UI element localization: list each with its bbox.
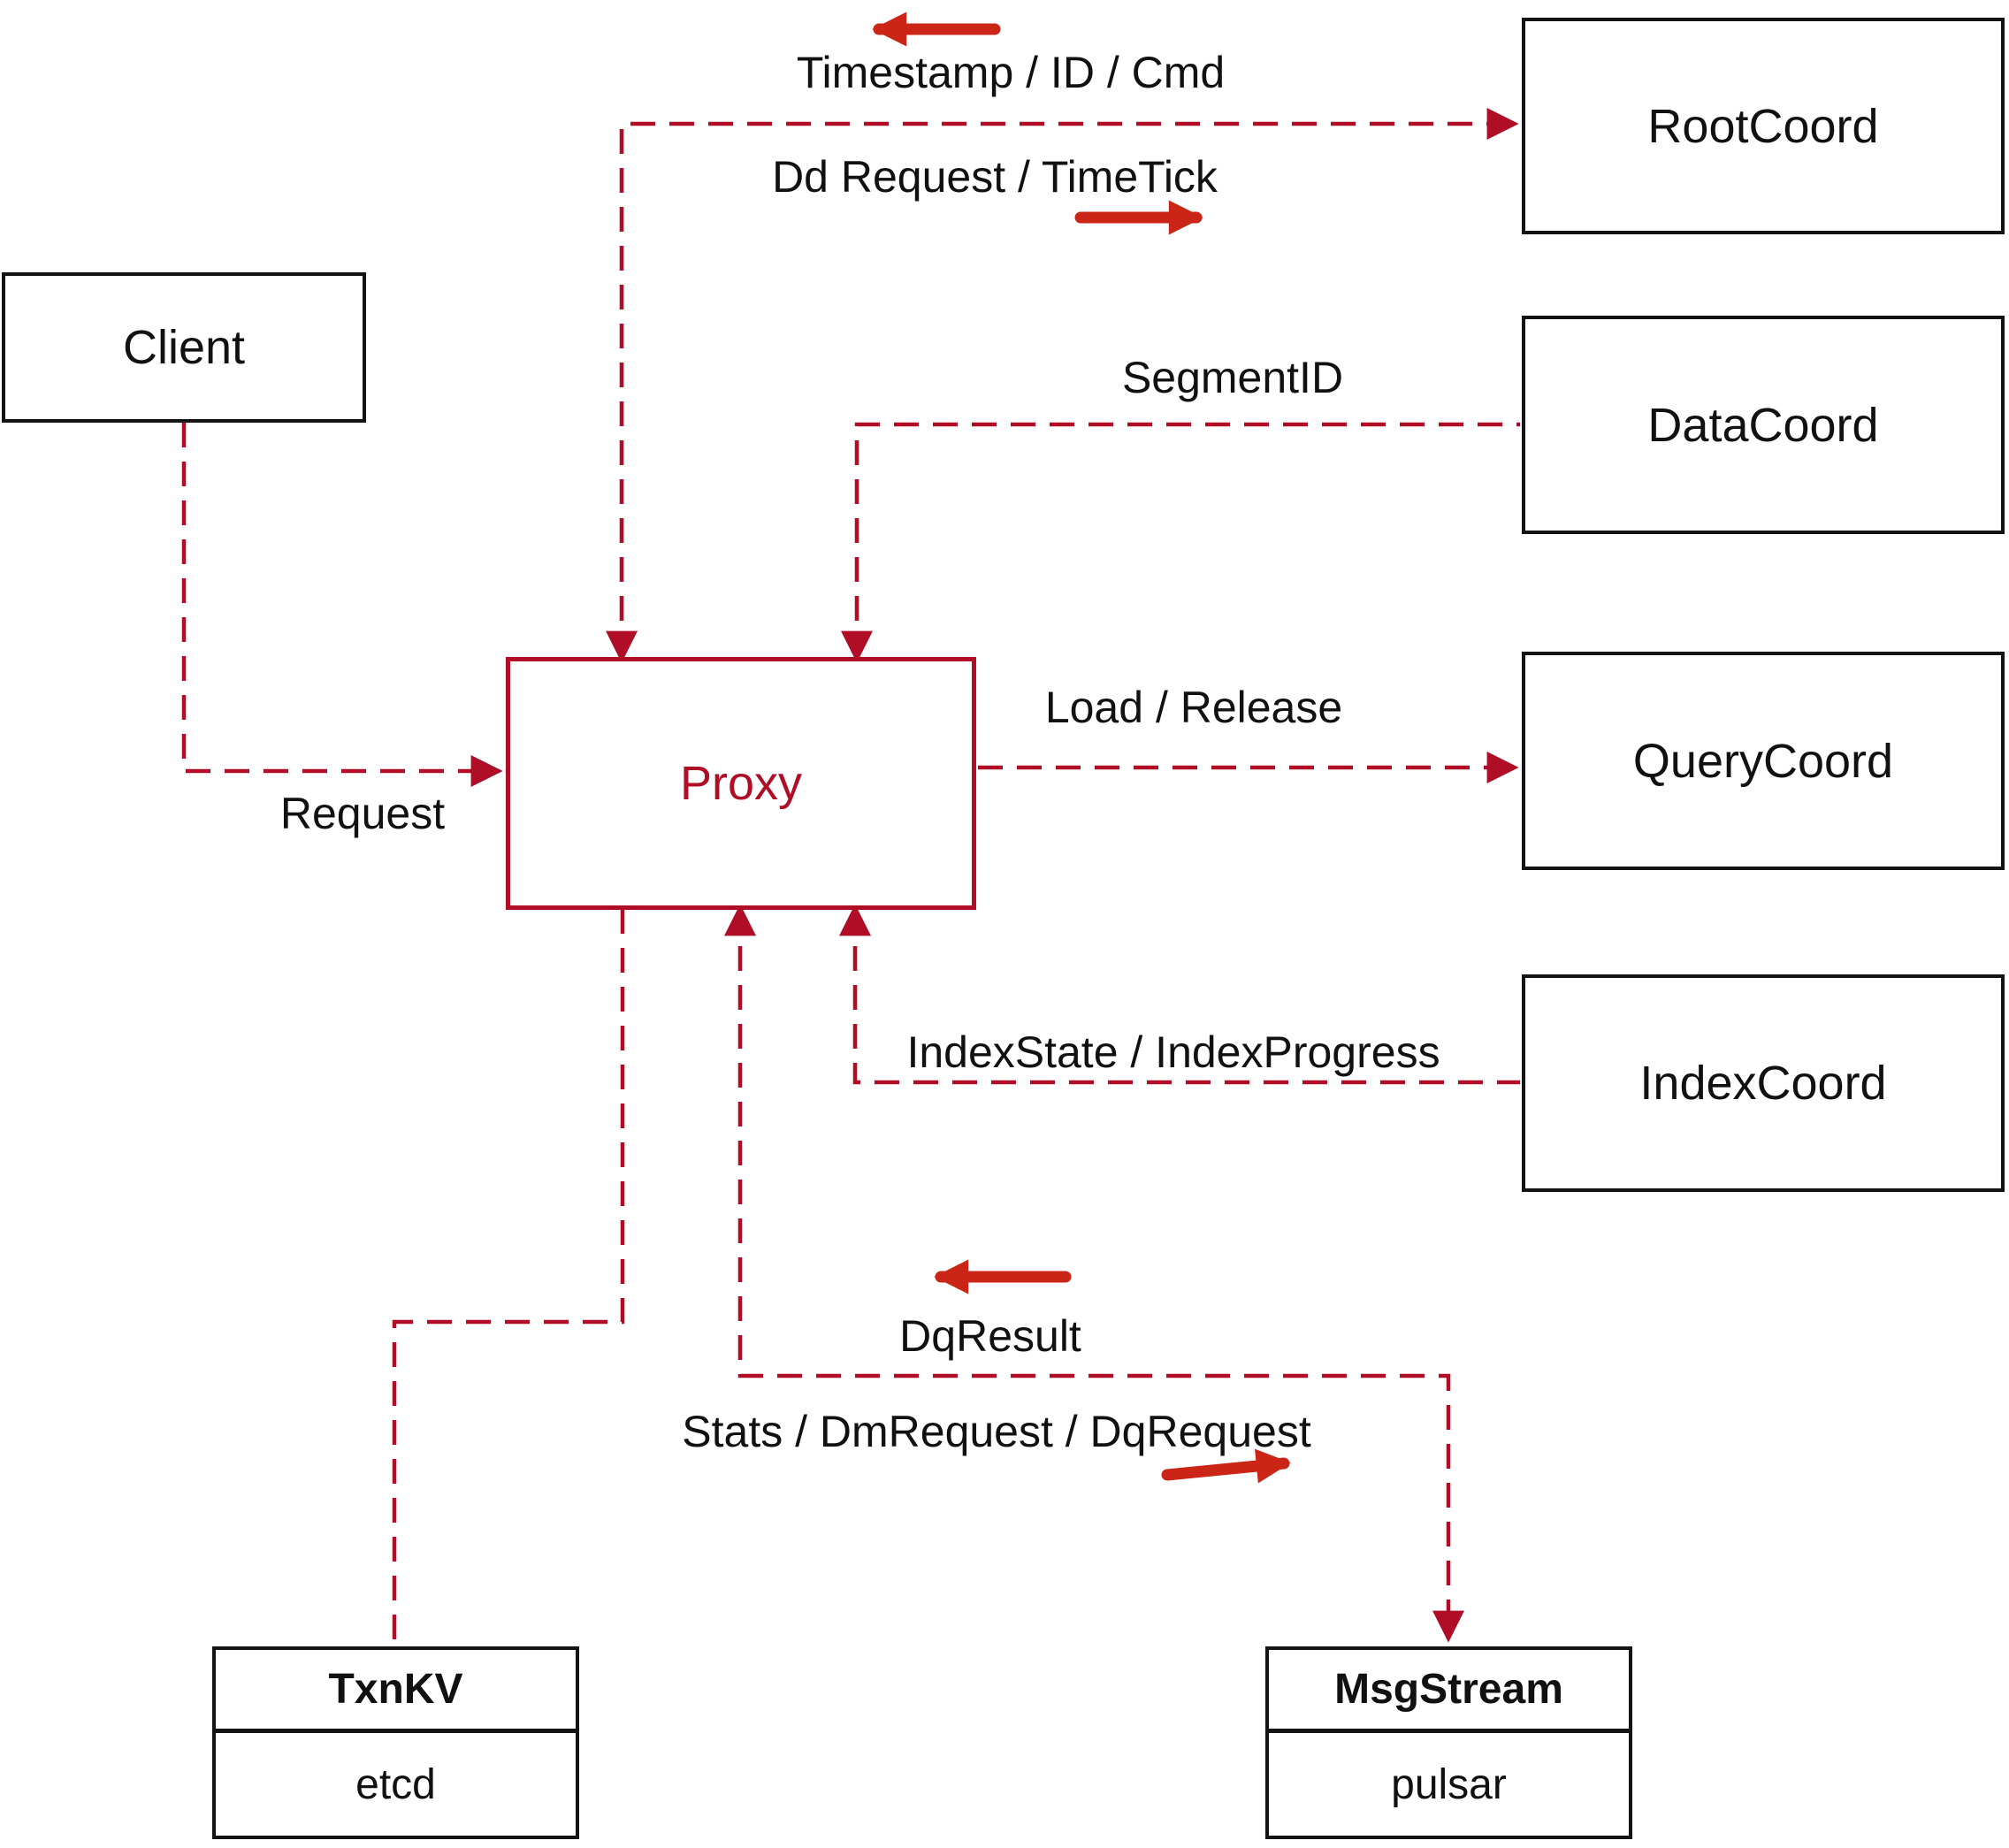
txnkv-node: TxnKV etcd [212,1646,579,1839]
proxy-node: Proxy [506,657,976,910]
msgstream-node-subtitle: pulsar [1391,1760,1507,1808]
stats-edge-label: Stats / DmRequest / DqRequest [682,1407,1311,1456]
datacoord-node: DataCoord [1522,316,2005,534]
dq-result-edge-label: DqResult [899,1311,1081,1361]
rootcoord-node: RootCoord [1522,18,2005,234]
stats-direction-right-arrow [1161,1448,1291,1484]
txnkv-node-subtitle: etcd [355,1760,436,1808]
proxy-rootcoord-connector [606,108,1519,663]
client-proxy-connector [181,423,503,787]
proxy-node-label: Proxy [679,757,803,810]
client-node-label: Client [122,321,246,374]
rootcoord-node-label: RootCoord [1647,99,1879,153]
indexcoord-node-label: IndexCoord [1639,1057,1887,1110]
dd-request-edge-label: Dd Request / TimeTick [772,152,1218,202]
client-node: Client [2,272,366,423]
txnkv-node-title: TxnKV [216,1650,576,1733]
load-release-edge-label: Load / Release [1044,683,1343,732]
datacoord-node-label: DataCoord [1647,398,1879,452]
indexcoord-node: IndexCoord [1522,974,2005,1192]
proxy-msgstream-connector [724,904,1464,1643]
timestamp-edge-label: Timestamp / ID / Cmd [796,48,1226,97]
querycoord-node-label: QueryCoord [1632,734,1894,788]
segment-id-edge-label: SegmentID [1121,353,1344,402]
msgstream-node-title: MsgStream [1269,1650,1629,1733]
index-state-edge-label: IndexState / IndexProgress [906,1027,1440,1077]
request-edge-label: Request [279,789,446,838]
datacoord-proxy-connector [841,422,1520,663]
querycoord-node: QueryCoord [1522,652,2005,870]
proxy-txnkv-connector [392,909,625,1645]
msgstream-node: MsgStream pulsar [1265,1646,1632,1839]
